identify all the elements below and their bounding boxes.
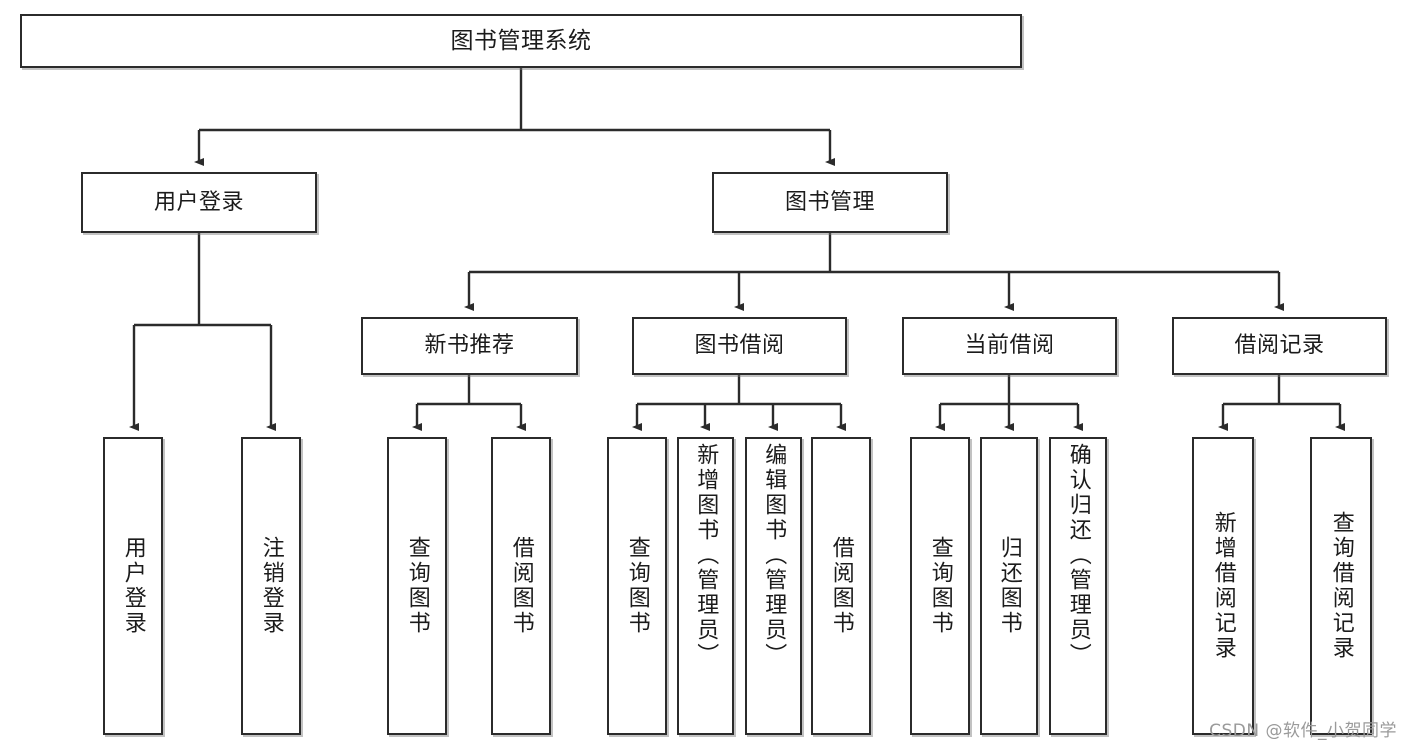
node-leaf-query-book-current[interactable]: 查询图书 bbox=[910, 437, 970, 735]
node-label: 注销登录 bbox=[258, 536, 284, 636]
node-label: 查询图书 bbox=[927, 536, 953, 636]
node-label: 图书借阅 bbox=[694, 333, 785, 359]
node-label: 确认归还（管理员） bbox=[1065, 443, 1091, 668]
node-leaf-confirm-return[interactable]: 确认归还（管理员） bbox=[1049, 437, 1107, 735]
node-leaf-borrow-book-recommend[interactable]: 借阅图书 bbox=[491, 437, 551, 735]
node-label: 查询借阅记录 bbox=[1328, 511, 1354, 661]
node-label: 新书推荐 bbox=[424, 333, 515, 359]
node-leaf-query-book-recommend[interactable]: 查询图书 bbox=[387, 437, 447, 735]
node-root-book-management-system[interactable]: 图书管理系统 bbox=[20, 14, 1022, 68]
node-label: 当前借阅 bbox=[964, 333, 1055, 359]
node-label: 借阅图书 bbox=[828, 536, 854, 636]
node-label: 编辑图书（管理员） bbox=[761, 443, 787, 668]
node-book-borrow[interactable]: 图书借阅 bbox=[632, 317, 847, 375]
node-book-management[interactable]: 图书管理 bbox=[712, 172, 948, 233]
node-leaf-user-logout[interactable]: 注销登录 bbox=[241, 437, 301, 735]
node-label: 新增图书（管理员） bbox=[693, 443, 719, 668]
node-label: 用户登录 bbox=[153, 189, 244, 215]
node-label: 图书管理系统 bbox=[450, 27, 592, 54]
node-leaf-borrow-book[interactable]: 借阅图书 bbox=[811, 437, 871, 735]
node-new-book-recommend[interactable]: 新书推荐 bbox=[361, 317, 578, 375]
node-leaf-add-book[interactable]: 新增图书（管理员） bbox=[677, 437, 734, 735]
node-label: 用户登录 bbox=[120, 536, 146, 636]
node-leaf-add-borrow-record[interactable]: 新增借阅记录 bbox=[1192, 437, 1254, 735]
node-user-login[interactable]: 用户登录 bbox=[81, 172, 317, 233]
node-label: 借阅记录 bbox=[1234, 333, 1325, 359]
node-label: 查询图书 bbox=[404, 536, 430, 636]
node-current-borrow[interactable]: 当前借阅 bbox=[902, 317, 1117, 375]
node-label: 归还图书 bbox=[996, 536, 1022, 636]
node-label: 图书管理 bbox=[784, 189, 875, 215]
node-leaf-return-book[interactable]: 归还图书 bbox=[980, 437, 1038, 735]
node-label: 新增借阅记录 bbox=[1210, 511, 1236, 661]
node-leaf-query-borrow-record[interactable]: 查询借阅记录 bbox=[1310, 437, 1372, 735]
node-leaf-edit-book[interactable]: 编辑图书（管理员） bbox=[745, 437, 802, 735]
node-borrow-record[interactable]: 借阅记录 bbox=[1172, 317, 1387, 375]
watermark-text: CSDN @软件_小贺同学 bbox=[1209, 721, 1397, 741]
node-label: 借阅图书 bbox=[508, 536, 534, 636]
node-label: 查询图书 bbox=[624, 536, 650, 636]
node-leaf-query-book-borrow[interactable]: 查询图书 bbox=[607, 437, 667, 735]
node-leaf-user-login[interactable]: 用户登录 bbox=[103, 437, 163, 735]
